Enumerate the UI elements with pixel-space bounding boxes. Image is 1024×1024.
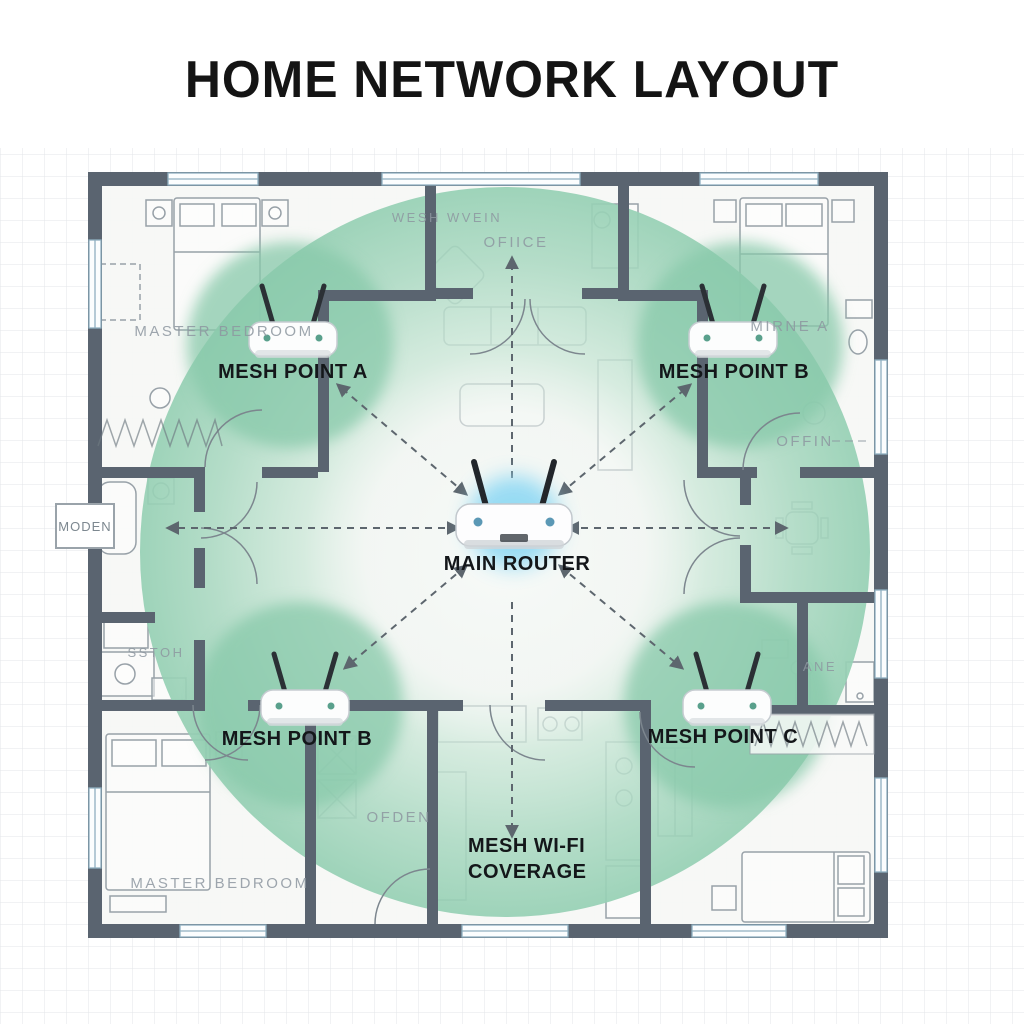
link-router-to-mesh-a <box>335 383 469 496</box>
chair-icon-upper-left <box>149 387 171 409</box>
diagram-title: HOME NETWORK LAYOUT <box>184 51 840 109</box>
room-label-living-area: WESH WVEIN <box>392 210 502 225</box>
coverage-label-line2: COVERAGE <box>468 861 586 883</box>
main-router-label: MAIN ROUTER <box>444 553 591 575</box>
bed-icon-lower-left <box>105 731 243 913</box>
door-arcs <box>192 298 801 925</box>
mesh-point-a-label: MESH POINT A <box>218 361 368 383</box>
mesh-point-b-upper-label: MESH POINT B <box>659 361 809 383</box>
link-router-to-mesh-b-lower <box>342 564 469 670</box>
coverage-label-line1: MESH WI-FI <box>468 835 585 857</box>
mesh-point-b-lower-label: MESH POINT B <box>222 728 372 750</box>
scribble-annotations <box>97 417 875 755</box>
device-labels: MESH POINT A MESH POINT B MAIN ROUTER ME… <box>218 361 809 750</box>
connection-arrows <box>165 255 789 839</box>
bath-left-lower-fixtures <box>95 621 187 701</box>
modem-box: MODEN <box>55 503 115 549</box>
room-label-bath-left: SSTOH <box>127 645 184 660</box>
windows <box>88 172 888 938</box>
room-labels: MASTER BEDROOM WESH WVEIN OFIICE MIRNE A… <box>127 210 868 892</box>
mesh-point-c-label: MESH POINT C <box>648 726 798 748</box>
bath-upper-right-fixtures <box>845 299 873 355</box>
coverage-annotation: MESH WI-FI COVERAGE <box>468 835 586 883</box>
modem-label: MODEN <box>58 519 111 534</box>
room-label-office-right: OFFIN <box>776 433 834 450</box>
link-router-to-mesh-b-upper <box>557 383 693 496</box>
room-label-bedroom-a: MIRNE A <box>750 318 829 335</box>
room-label-master-bedroom-lower: MASTER BEDROOM <box>130 875 309 892</box>
room-label-office-upper: OFIICE <box>483 234 548 251</box>
room-label-bath-right: ANE <box>803 659 837 674</box>
nightstand-icon <box>145 199 289 227</box>
room-label-master-bedroom-upper: MASTER BEDROOM <box>134 323 313 340</box>
bed-icon-lower-right <box>711 851 871 923</box>
link-router-to-mesh-c <box>557 564 685 670</box>
room-label-kitchen: OFDEN <box>367 809 432 826</box>
